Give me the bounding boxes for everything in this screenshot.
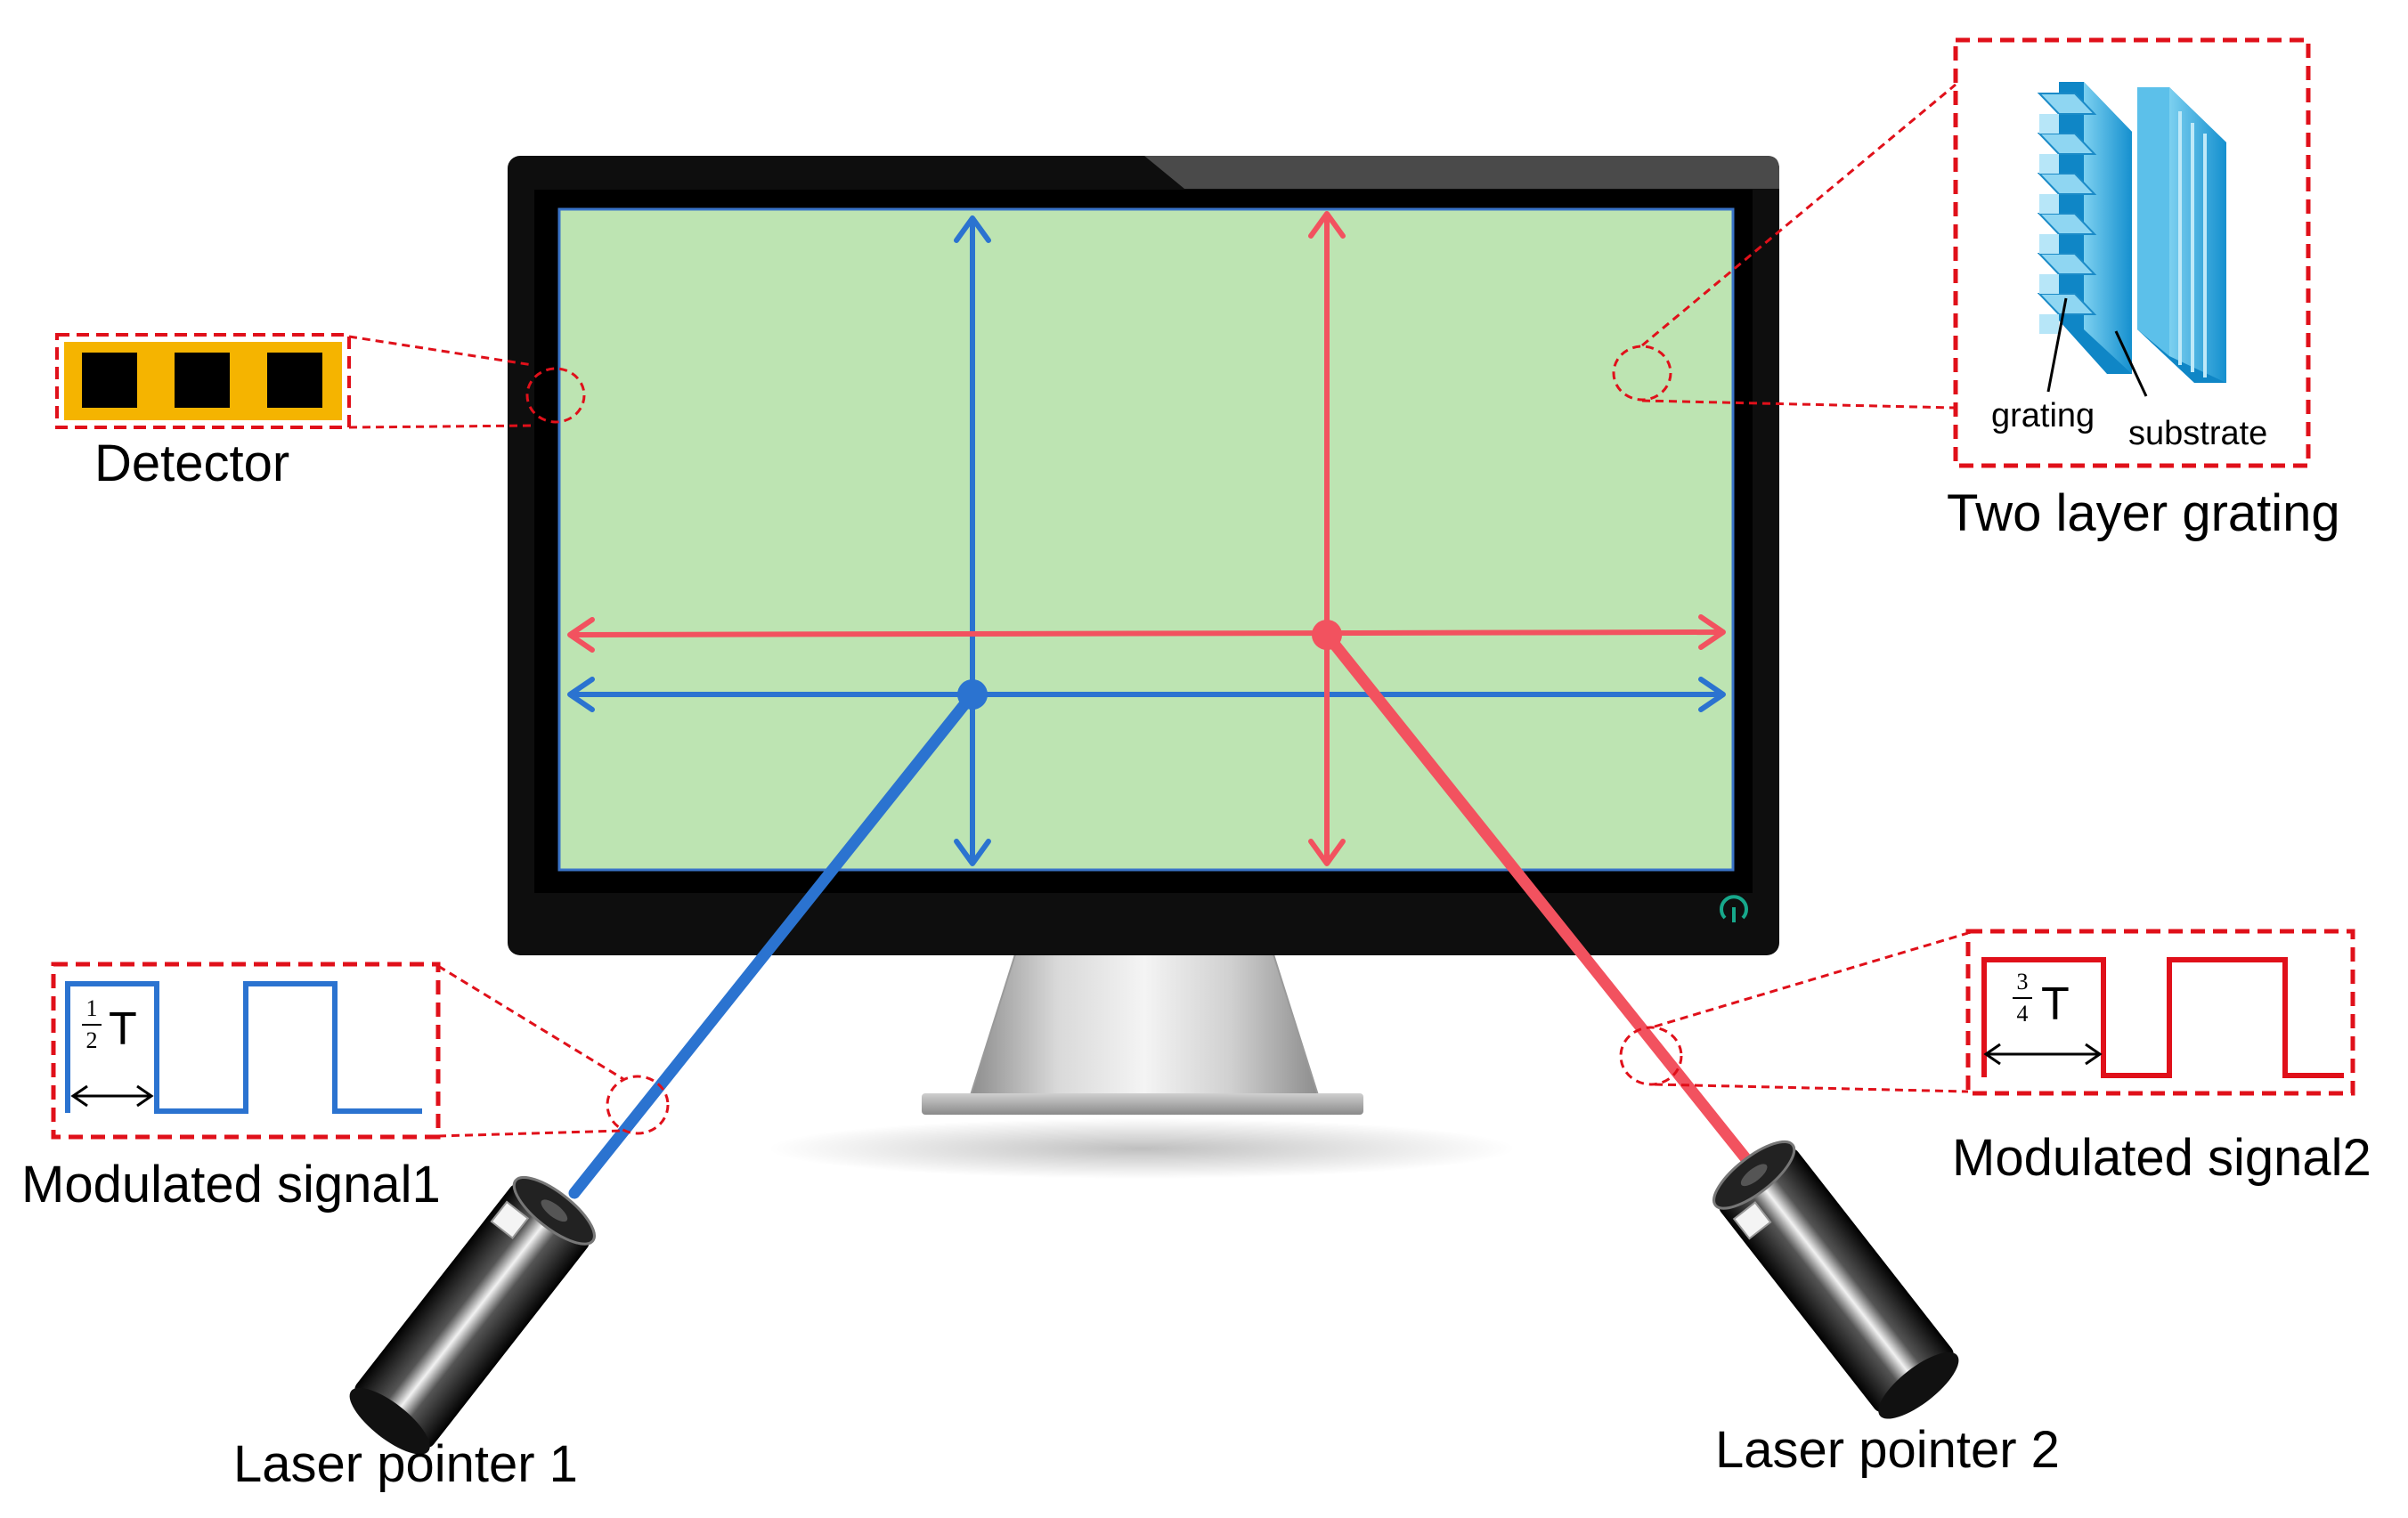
signal2-fraction-denominator: 4: [2016, 1001, 2029, 1027]
beam1: [568, 688, 979, 1199]
detector-callout-box: [55, 333, 351, 429]
laser-pointer-2-icon: [1712, 1140, 1959, 1419]
grating-label: grating: [1991, 397, 2095, 434]
stand-shadow: [768, 1118, 1516, 1179]
bezel-gloss: [1144, 156, 1779, 189]
signal1-fraction-denominator: 2: [85, 1027, 98, 1053]
signal2-period-symbol: T: [2041, 978, 2070, 1030]
signal2-callout-circle: [1619, 1026, 1683, 1086]
signal1-period-arrow: [70, 1084, 154, 1108]
signal1-waveform: [65, 981, 422, 1114]
beam1-axes: [567, 215, 1726, 866]
beam1-spot: [957, 679, 988, 710]
grating-callout-box: [1953, 37, 2311, 468]
monitor-screen: [557, 207, 1735, 872]
monitor-stand: [969, 954, 1320, 1096]
signal1-fraction-numerator: 1: [85, 995, 98, 1021]
detector-icon: [64, 342, 342, 420]
laser-pointer-2-label: Laser pointer 2: [1715, 1421, 2060, 1479]
signal1-callout-circle: [606, 1075, 670, 1135]
signal2-callout-box: [1965, 929, 2355, 1096]
grating-callout-circle: [1612, 345, 1672, 402]
power-icon[interactable]: [1720, 895, 1748, 922]
signal2-waveform: [1981, 957, 2344, 1078]
grating-icon: [2037, 82, 2226, 397]
signal1-callout-box: [51, 962, 441, 1140]
signal2-fraction-numerator: 3: [2016, 969, 2029, 994]
substrate-label: substrate: [2128, 415, 2268, 452]
monitor-base: [922, 1093, 1363, 1115]
beam2-axes: [567, 211, 1726, 866]
signal2-period-arrow: [1983, 1043, 2103, 1066]
modulated-signal2-label: Modulated signal2: [1952, 1129, 2371, 1187]
callout-leaders: [348, 83, 1969, 1138]
detector-callout-circle: [525, 367, 586, 424]
signal2-fraction-bar: [2013, 997, 2032, 999]
laser-pointer-1-label: Laser pointer 1: [233, 1435, 578, 1493]
beam2-spot: [1312, 620, 1342, 650]
signal1-period-symbol: T: [109, 1003, 137, 1055]
detector-label: Detector: [94, 434, 290, 492]
beam2: [1321, 629, 1760, 1174]
two-layer-grating-label: Two layer grating: [1947, 484, 2340, 542]
signal1-fraction-bar: [82, 1024, 102, 1026]
laser-pointer-1-icon: [349, 1175, 596, 1455]
modulated-signal1-label: Modulated signal1: [21, 1156, 441, 1214]
